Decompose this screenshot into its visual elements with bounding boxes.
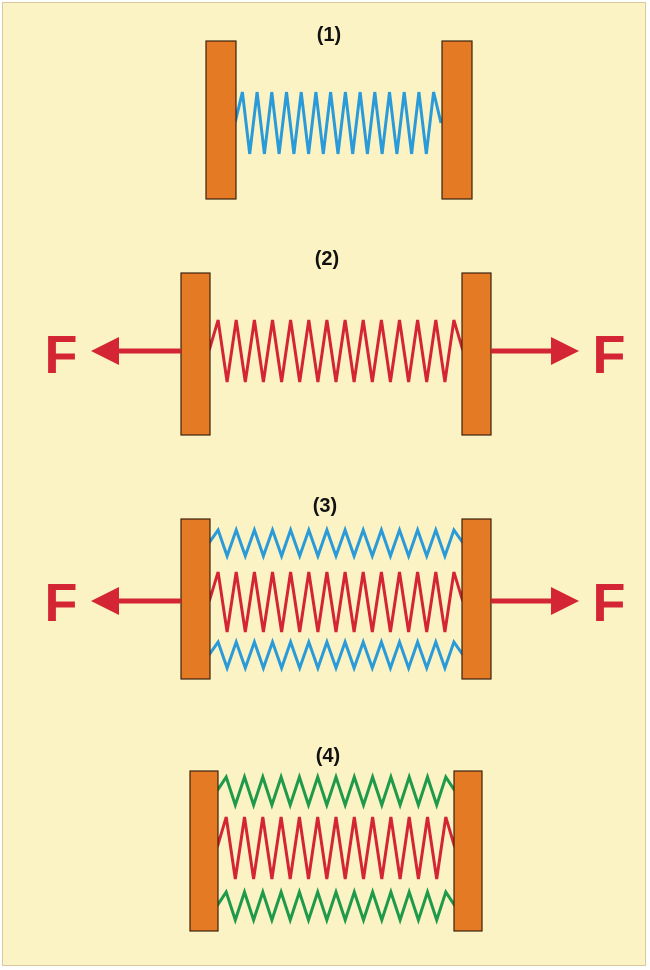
panel-1-left-plate [205,40,237,200]
panel-2-right-arrow-head [551,337,579,365]
panel-1-right-plate [441,40,473,200]
panel-3-label: (3) [313,495,337,517]
panel-2-label: (2) [315,248,339,270]
panel-3-left-arrow-head [91,587,119,615]
panel-2-force-left-label: F [45,325,78,385]
diagram-background [3,3,645,965]
panel-3-bottom-blue-spring [207,637,465,673]
panel-3-left-plate [180,518,211,680]
panel-2-force-right-label: F [593,325,626,385]
panel-3-right-arrow-head [551,587,579,615]
panel-4-top-green-spring [215,772,457,810]
panel-2: (2) F F [45,248,626,436]
panel-4-bottom-green-spring [215,887,457,925]
panel-2-right-plate [461,272,492,436]
panel-2-left-arrow-head [91,337,119,365]
panel-3-middle-red-spring [207,571,465,633]
springs-diagram: (1) (2) F F (3) [3,3,645,965]
panel-2-left-plate [180,272,211,436]
panel-1-blue-spring [233,91,443,155]
panel-3-force-right-label: F [593,573,626,633]
panel-4-middle-red-spring [215,816,457,880]
panel-3: (3) F F [45,495,626,680]
panel-3-force-left-label: F [45,573,78,633]
panel-1-label: (1) [317,24,341,46]
panel-2-red-spring [207,319,465,383]
panel-4: (4) [189,745,483,932]
panel-1: (1) [205,24,473,200]
panel-3-top-blue-spring [207,525,465,561]
panel-4-right-plate [453,770,483,932]
panel-4-label: (4) [316,745,340,767]
panel-4-left-plate [189,770,219,932]
panel-3-right-plate [461,518,492,680]
